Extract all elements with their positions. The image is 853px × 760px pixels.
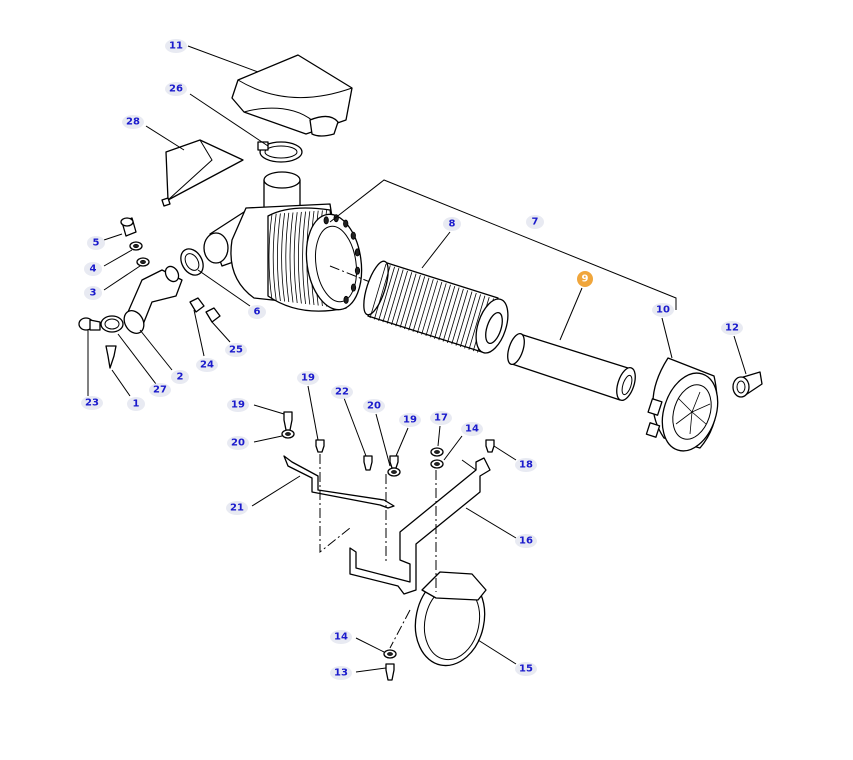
callout-1[interactable]: 1	[127, 397, 145, 411]
air-filter-housing	[203, 171, 363, 312]
callout-7[interactable]: 7	[526, 215, 544, 229]
callout-18[interactable]: 18	[515, 458, 537, 472]
callouts: 11 26 28 5 4 3 6 2 24 25 27 23 1 8 7 9 1…	[81, 39, 743, 680]
svg-text:3: 3	[90, 288, 97, 299]
svg-text:9: 9	[582, 274, 589, 285]
callout-24[interactable]: 24	[196, 358, 218, 372]
svg-text:14: 14	[334, 632, 348, 643]
callout-4[interactable]: 4	[84, 262, 102, 276]
callout-12[interactable]: 12	[721, 321, 743, 335]
svg-text:12: 12	[725, 323, 739, 334]
callout-20-mid[interactable]: 20	[363, 399, 385, 413]
callout-10[interactable]: 10	[652, 303, 674, 317]
callout-9-highlighted[interactable]: 9	[577, 271, 593, 287]
svg-text:11: 11	[169, 41, 183, 52]
leader-lines	[87, 45, 747, 673]
svg-text:7: 7	[532, 217, 539, 228]
svg-text:28: 28	[126, 117, 140, 128]
callout-16[interactable]: 16	[515, 534, 537, 548]
part-28-deflector	[161, 139, 244, 207]
svg-text:24: 24	[200, 360, 214, 371]
assembly-dash-lines	[319, 454, 437, 649]
callout-22[interactable]: 22	[331, 385, 353, 399]
svg-text:19: 19	[301, 373, 315, 384]
svg-text:2: 2	[177, 372, 184, 383]
part-10-end-cover	[645, 357, 719, 452]
part-9-safety-element	[507, 332, 636, 402]
callout-3[interactable]: 3	[84, 286, 102, 300]
svg-text:8: 8	[449, 219, 456, 230]
callout-13[interactable]: 13	[330, 666, 352, 680]
part-26-clamp	[257, 141, 303, 163]
svg-text:22: 22	[335, 387, 349, 398]
part-12-dust-valve	[732, 371, 763, 398]
callout-21[interactable]: 21	[226, 501, 248, 515]
callout-27[interactable]: 27	[149, 383, 171, 397]
svg-text:13: 13	[334, 668, 348, 679]
small-fasteners	[281, 411, 495, 681]
svg-text:27: 27	[153, 385, 167, 396]
svg-text:21: 21	[230, 503, 244, 514]
callout-23[interactable]: 23	[81, 396, 103, 410]
svg-text:26: 26	[169, 84, 183, 95]
callout-19-left[interactable]: 19	[227, 398, 249, 412]
mounting-brackets	[283, 455, 491, 667]
callout-2[interactable]: 2	[171, 370, 189, 384]
svg-text:19: 19	[403, 415, 417, 426]
callout-19-mid[interactable]: 19	[399, 413, 421, 427]
svg-text:23: 23	[85, 398, 99, 409]
svg-text:14: 14	[465, 424, 479, 435]
svg-text:4: 4	[90, 264, 97, 275]
group-bracket-7	[329, 179, 677, 310]
svg-text:17: 17	[434, 413, 448, 424]
callout-20-left[interactable]: 20	[227, 436, 249, 450]
svg-text:18: 18	[519, 460, 533, 471]
svg-text:16: 16	[519, 536, 533, 547]
part-8-filter-element	[363, 260, 509, 354]
svg-text:1: 1	[133, 399, 140, 410]
callout-28[interactable]: 28	[122, 115, 144, 129]
svg-text:20: 20	[367, 401, 381, 412]
callout-11[interactable]: 11	[165, 39, 187, 53]
svg-text:19: 19	[231, 400, 245, 411]
callout-8[interactable]: 8	[443, 217, 461, 231]
callout-26[interactable]: 26	[165, 82, 187, 96]
callout-25[interactable]: 25	[225, 343, 247, 357]
callout-14-top[interactable]: 14	[461, 422, 483, 436]
svg-text:6: 6	[254, 307, 261, 318]
intake-hardware	[78, 217, 221, 369]
svg-text:15: 15	[519, 664, 533, 675]
svg-text:25: 25	[229, 345, 243, 356]
callout-14-bottom[interactable]: 14	[330, 630, 352, 644]
callout-19-top[interactable]: 19	[297, 371, 319, 385]
callout-6[interactable]: 6	[248, 305, 266, 319]
callout-17[interactable]: 17	[430, 411, 452, 425]
callout-15[interactable]: 15	[515, 662, 537, 676]
svg-text:10: 10	[656, 305, 670, 316]
part-11-precleaner-cap	[231, 54, 353, 137]
callout-5[interactable]: 5	[87, 236, 105, 250]
svg-text:20: 20	[231, 438, 245, 449]
svg-text:5: 5	[93, 238, 100, 249]
